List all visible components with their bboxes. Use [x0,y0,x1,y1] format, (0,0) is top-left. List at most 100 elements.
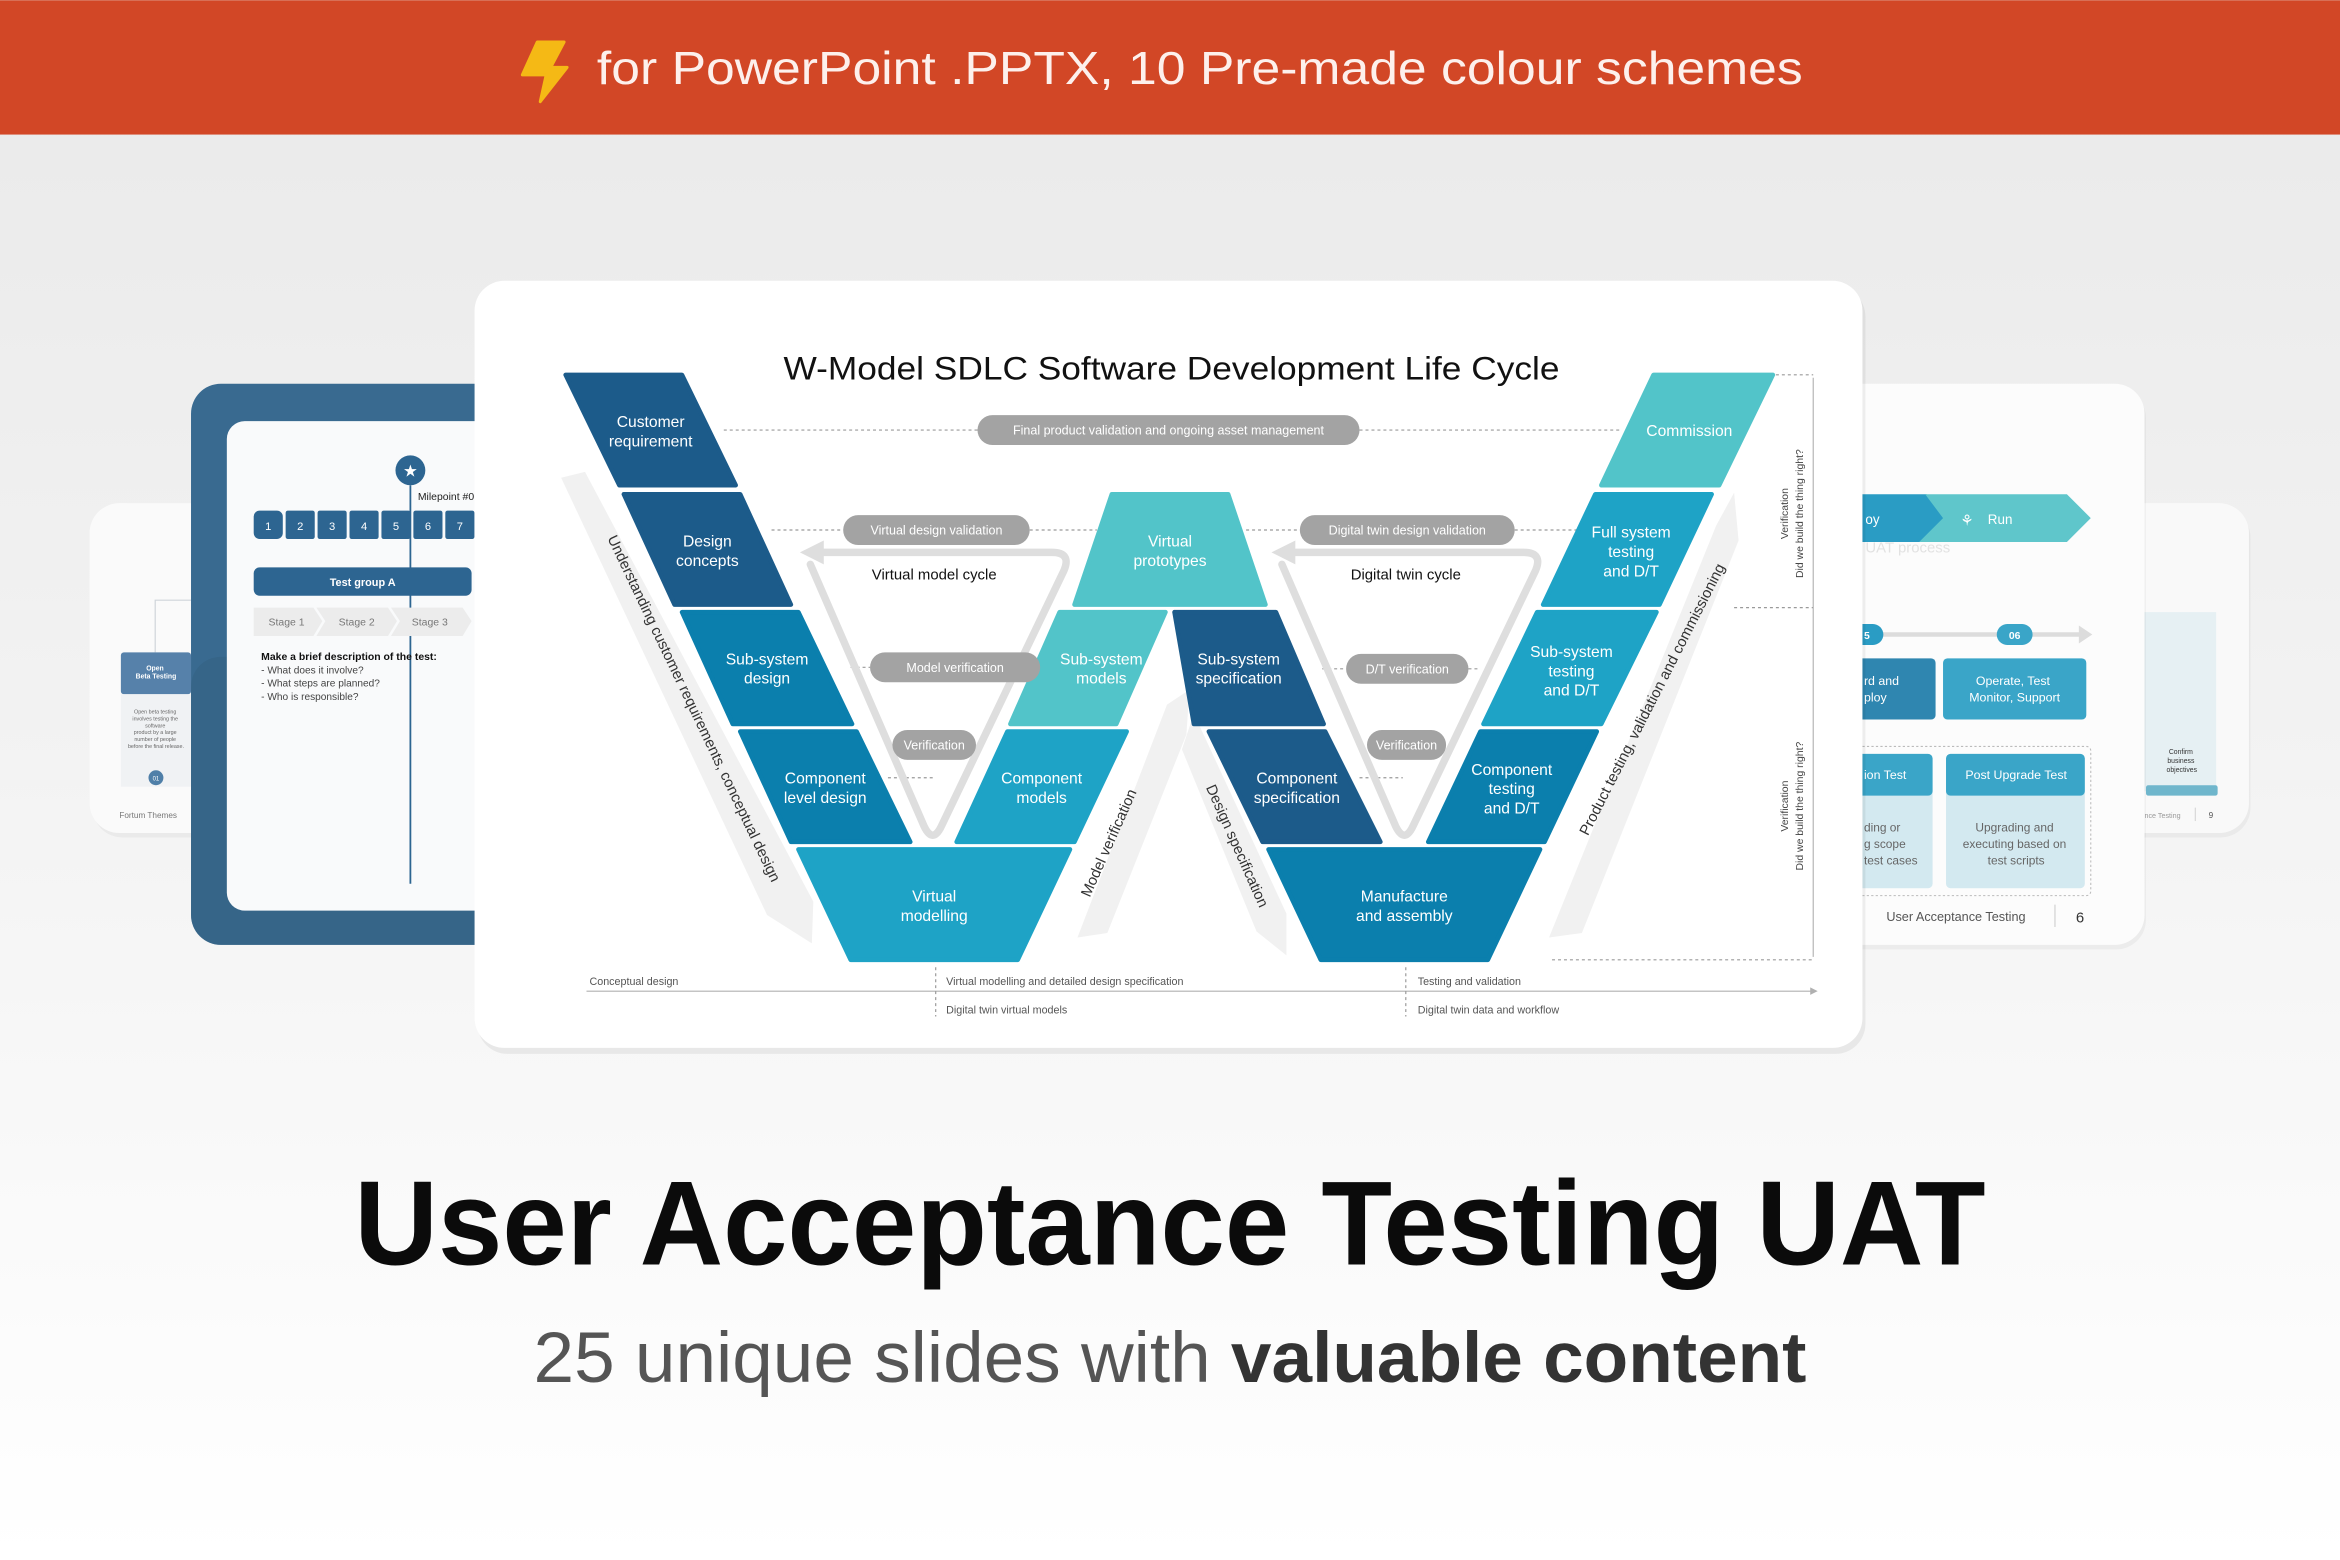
validation-pill: Final product validation and ongoing ass… [977,415,1360,445]
svg-text:Verification: Verification [1780,780,1791,831]
timeline-dt-virtual-models: Digital twin virtual models [946,1005,1067,1017]
step-5: 5 [1864,631,1870,642]
number-label: 3 [329,521,335,533]
lightning-bolt-icon [520,40,569,104]
description-title: Make a brief description of the test: [261,652,437,663]
banner-text: for PowerPoint .PPTX, 10 Pre-made colour… [597,42,1803,94]
number-label: 5 [393,521,399,533]
cycle-arrowhead [1271,540,1296,565]
cycle-label-digital-twin: Digital twin cycle [1351,566,1461,583]
test-text-regression: ding or g scope test cases [1864,820,1918,867]
headline-subtitle: 25 unique slides with valuable content [534,1318,1807,1398]
number-label: 6 [425,521,431,533]
slide-footer: Fortum Themes [119,811,177,820]
pill-label: Virtual design validation [870,524,1002,538]
w-model-block: Commission [1599,372,1776,488]
number-box [253,510,283,539]
validation-pills: Final product validation and ongoing ass… [843,415,1515,760]
validation-pill: Verification [1366,730,1447,760]
block-shape [1540,491,1714,607]
validation-pill: Verification [892,730,976,760]
block-shape [679,609,855,727]
slide-title: W-Model SDLC Software Development Life C… [783,349,1559,386]
timeline-conceptual: Conceptual design [589,976,678,988]
number-box [317,510,347,539]
block-shape [1481,609,1659,727]
chevron-run-label: Run [1988,512,2013,527]
main-slide[interactable]: W-Model SDLC Software Development Life C… [474,280,1866,1054]
stage-1: Stage 1 [269,618,305,629]
chevron-deploy-label: oy [1865,512,1879,527]
slide-footer: User Acceptance Testing [1886,910,2025,924]
pill-label: Final product validation and ongoing ass… [1013,424,1325,438]
svg-text:Verification: Verification [1780,488,1791,539]
number-box [381,510,411,539]
top-banner: for PowerPoint .PPTX, 10 Pre-made colour… [0,0,2340,135]
card-badge: 01 [153,777,160,783]
headline-title: User Acceptance Testing UAT [354,1157,1985,1290]
plant-icon: ⚘ [1960,513,1973,530]
block-shape [1172,609,1326,727]
step-06: 06 [2009,631,2021,642]
pill-label: D/T verification [1366,662,1449,676]
subtitle-regular: 25 unique slides with [534,1318,1231,1398]
pill-label: Digital twin design validation [1329,524,1486,538]
pill-label: Verification [904,738,965,752]
number-label: 4 [361,521,367,533]
block-shape [954,729,1129,845]
number-box [413,510,443,539]
validation-pill: Virtual design validation [843,515,1030,545]
faded-heading: UAT process [1865,539,1950,556]
timeline-virtual-modelling: Virtual modelling and detailed design sp… [946,976,1183,988]
block-shape [796,847,1073,963]
number-label: 2 [297,521,303,533]
validation-pill: D/T verification [1346,653,1469,684]
timeline-testing: Testing and validation [1418,976,1521,988]
number-label: 7 [457,521,463,533]
block-shape [621,491,794,607]
block-shape [1599,372,1776,488]
stage-2: Stage 2 [339,618,375,629]
box-onboard-deploy: rd and ploy [1864,674,1903,704]
cycle-loops [806,548,1542,839]
subtitle-bold: valuable content [1231,1318,1807,1398]
description-items: - What does it involve? - What steps are… [261,665,383,703]
card-text: Confirm business objectives [2167,749,2198,774]
number-box [445,510,475,539]
timeline-dt-data-workflow: Digital twin data and workflow [1418,1005,1560,1017]
block-shape [737,729,913,845]
svg-text:Did we build the thing right?: Did we build the thing right? [1795,449,1806,578]
block-shape [1008,609,1168,727]
slide-footer: nce Testing [2145,812,2181,820]
pill-label: Verification [1376,738,1437,752]
box-operate: Operate, Test Monitor, Support [1969,674,2060,704]
number-box [349,510,379,539]
cycle-arrowhead [799,540,824,565]
validation-pill: Digital twin design validation [1299,515,1515,545]
block-shape [1425,729,1600,845]
block-label: Commission [1646,423,1732,440]
